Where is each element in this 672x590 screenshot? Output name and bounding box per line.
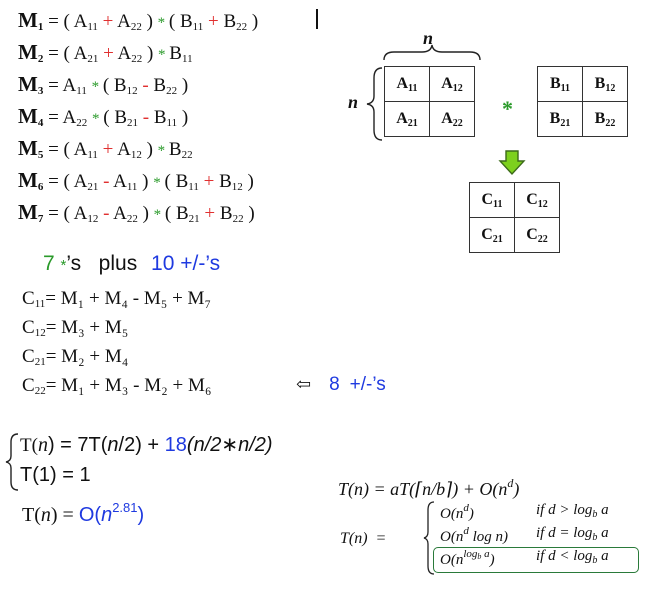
c22-add-count: 8 [329, 374, 340, 395]
matA-cell-11: A11 [384, 66, 430, 102]
master-case-expr-2: O(nd log n) [440, 525, 508, 545]
c-formula-12: C12= M₃ + M₅ [22, 317, 129, 339]
c22-note: ⇦ 8 +/-’s [296, 374, 386, 396]
matB-cell-22: B22 [582, 101, 628, 137]
master-case-cond-1: if d > logb a [536, 502, 609, 520]
c22-add-text: +/-’s [349, 374, 386, 395]
m-formula-1: M1 = ( A11 + A22 ) * ( B11 + B22 ) [18, 8, 259, 33]
matB-cell-21: B21 [537, 101, 583, 137]
master-brace [423, 501, 435, 575]
highlight-box [433, 547, 639, 573]
recurrence-line-1: T(n) = 7T(n/2) + 18(n/2∗n/2) [20, 434, 273, 456]
add-text: +/-’s [180, 252, 221, 275]
recurrence-result: T(n) = O(n2.81) [22, 500, 145, 526]
left-arrow-icon: ⇦ [296, 374, 312, 394]
add-count: 10 [151, 252, 175, 275]
recurrence-line-2: T(1) = 1 [20, 464, 91, 486]
star-symbol: * [60, 257, 67, 274]
matB-cell-11: B11 [537, 66, 583, 102]
m-formula-3: M3 = A11 * ( B12 - B22 ) [18, 72, 189, 97]
master-case-expr-3: O(nlogb a) [440, 548, 495, 568]
m-formula-6: M6 = ( A21 - A11 ) * ( B11 + B12 ) [18, 168, 254, 193]
c-formula-22: C22= M₁ + M₃ - M₂ + M₆ [22, 375, 212, 397]
matA-cell-22: A22 [429, 101, 475, 137]
matA-cell-12: A12 [429, 66, 475, 102]
master-lhs: T(n) = [340, 530, 387, 547]
dim-label-top: n [423, 28, 434, 48]
c-formula-21: C21= M₂ + M₄ [22, 346, 129, 368]
master-case-expr-1: O(nd) [440, 502, 474, 522]
cursor-bar [316, 9, 318, 29]
matC-cell-12: C12 [514, 182, 560, 218]
multiply-operator: * [502, 96, 513, 121]
matB-cell-12: B12 [582, 66, 628, 102]
m-formula-7: M7 = ( A12 - A22 ) * ( B21 + B22 ) [18, 200, 255, 225]
matC-cell-11: C11 [469, 182, 515, 218]
mult-text: ’s plus [66, 252, 138, 275]
m-formula-5: M5 = ( A11 + A12 ) * B22 [18, 136, 193, 161]
m-formula-2: M2 = ( A21 + A22 ) * B11 [18, 40, 193, 65]
c-formula-11: C11= M₁ + M₄ - M₅ + M₇ [22, 288, 212, 310]
operation-summary: 7 *’s plus 10 +/-’s [43, 252, 220, 276]
top-brace [383, 44, 481, 61]
matC-cell-21: C21 [469, 217, 515, 253]
matC-cell-22: C22 [514, 217, 560, 253]
mult-count: 7 [43, 252, 55, 275]
master-case-cond-2: if d = logb a [536, 525, 609, 543]
recurrence-brace [5, 433, 19, 491]
m-formula-4: M4 = A22 * ( B21 - B11 ) [18, 104, 189, 129]
master-general-form: T(n) = aT(⌈n/b⌉) + O(nd) [338, 476, 520, 499]
dim-label-left: n [348, 92, 359, 112]
master-case-cond-3: if d < logb a [536, 548, 609, 566]
down-arrow-icon [498, 150, 526, 176]
left-brace [366, 67, 383, 141]
matA-cell-21: A21 [384, 101, 430, 137]
